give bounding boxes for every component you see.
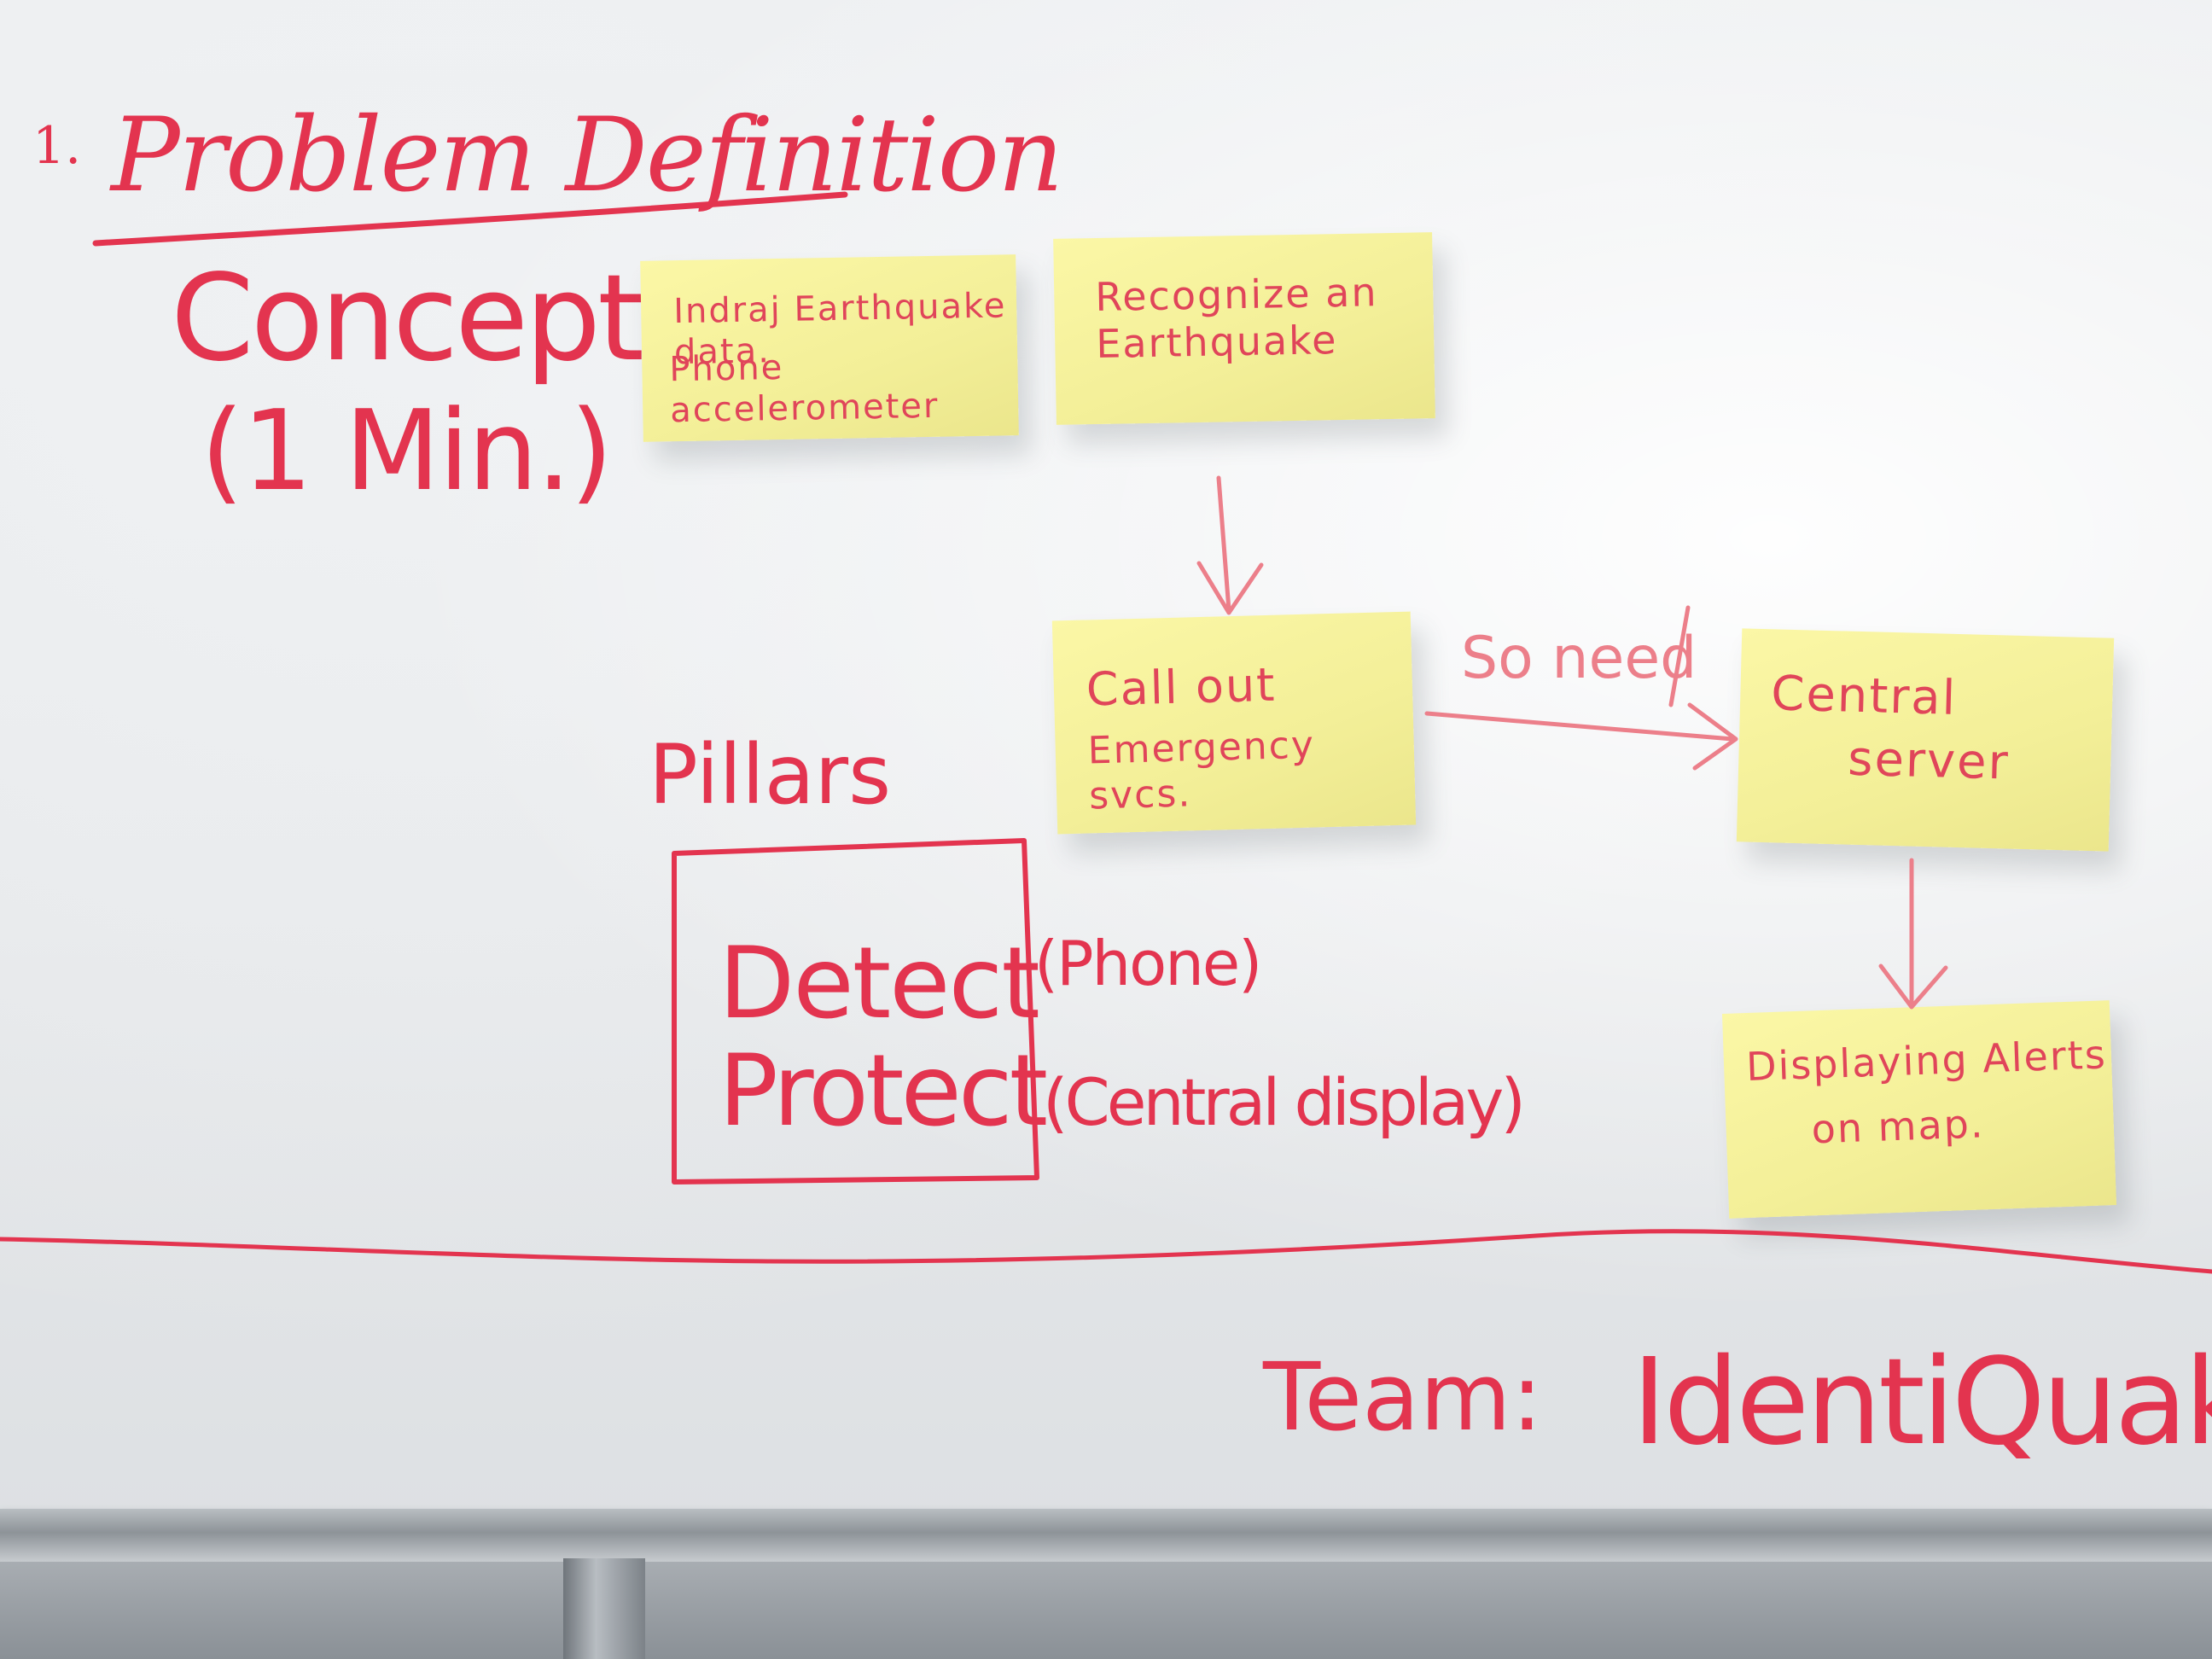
pillar-protect: Protect [719,1033,1048,1149]
connector-label: So need [1461,625,1697,692]
sticky-note-central-server: Central server [1736,628,2115,852]
page-title: Problem Definition [111,96,1063,215]
note-recognize-text: Recognize an Earthquake [1094,269,1378,368]
note-data-source-line2: Phone accelerometer [669,347,940,431]
whiteboard-stand-leg [563,1558,645,1659]
team-name: IdentiQuake [1632,1333,2212,1472]
pillar-protect-note: (Central display) [1043,1064,1526,1140]
note-central-line2: server [1847,731,2011,791]
floor-background [0,1562,2212,1659]
pillars-label: Pillars [649,727,892,823]
sticky-note-alerts: Displaying Alerts on map. [1721,1000,2117,1219]
note-central-line1: Central [1770,666,1959,726]
concept-duration: (1 Min.) [201,386,613,515]
concept-label: Concept: [171,249,681,388]
note-call-out-line1: Call out [1086,657,1278,717]
heading-number: 1. [32,116,82,176]
note-alerts-line1: Displaying Alerts [1745,1031,2108,1091]
team-label: Team: [1263,1342,1543,1452]
pillar-detect: Detect [719,926,1040,1041]
pillar-detect-note: (Phone) [1034,928,1262,999]
note-alerts-line2: on map. [1810,1100,1986,1153]
sticky-note-data-source: Indraj Earthquake data. Phone accelerome… [640,254,1019,442]
sticky-note-recognize: Recognize an Earthquake [1053,232,1435,425]
note-call-out-line2: Emergency svcs. [1087,723,1316,818]
marker-tray [0,1509,2212,1562]
sticky-note-call-out: Call out Emergency svcs. [1051,611,1417,835]
